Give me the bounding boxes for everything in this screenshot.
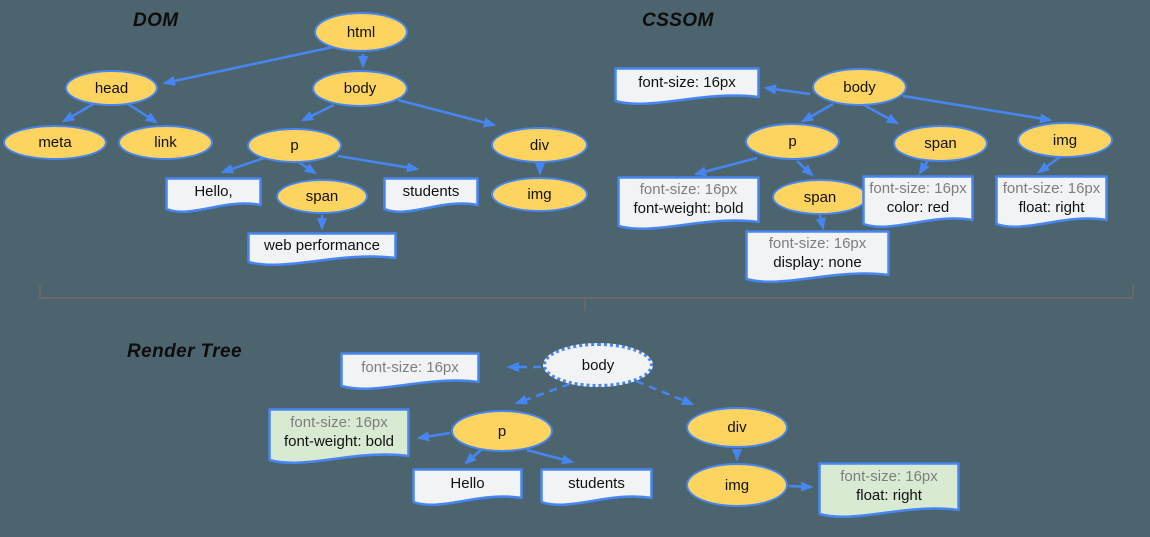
render-textnode-hello: Hello <box>412 468 523 508</box>
rule-line: font-size: 16px <box>639 181 738 198</box>
dom-textnode-hello-label: Hello, <box>194 182 233 200</box>
cssom-rule-p: font-size: 16px font-weight: bold <box>617 176 760 232</box>
arrow-dom-p-hello <box>220 155 268 174</box>
arrow-render-body-div <box>635 379 695 406</box>
render-node-p: p <box>451 410 553 452</box>
divider-line <box>39 285 1134 311</box>
cssom-rule-span: font-size: 16px color: red <box>862 175 974 230</box>
arrow-dom-head-meta <box>61 101 96 123</box>
arrow-cssom-p-rule <box>693 156 758 177</box>
dom-textnode-web-performance-label: web performance <box>264 236 380 254</box>
render-rule-p: font-size: 16px font-weight: bold <box>268 408 410 466</box>
arrow-cssom-body-span <box>861 102 900 125</box>
dom-node-link: link <box>118 125 213 160</box>
rule-line: float: right <box>856 487 922 504</box>
cssom-rule-img: font-size: 16px float: right <box>995 175 1108 230</box>
render-node-body: body <box>543 343 653 387</box>
dom-node-body: body <box>312 70 408 107</box>
cssom-node-body: body <box>812 68 907 106</box>
arrow-cssom-body-img <box>902 94 1053 124</box>
dom-textnode-hello: Hello, <box>165 177 262 215</box>
arrow-render-p-rule <box>416 431 451 442</box>
arrow-dom-p-students <box>337 154 420 173</box>
rule-line: float: right <box>1018 198 1085 216</box>
dom-textnode-students-label: students <box>402 182 460 200</box>
dom-node-div: div <box>491 127 588 163</box>
dom-textnode-students: students <box>383 177 479 215</box>
rule-line: display: none <box>773 253 862 271</box>
arrow-render-body-p <box>514 382 571 405</box>
cssom-rule-body: font-size: 16px <box>614 67 760 107</box>
rule-line: font-weight: bold <box>633 200 744 217</box>
render-rule-body: font-size: 16px <box>340 352 480 392</box>
cssom-node-span: span <box>893 125 988 162</box>
rule-line: font-size: 16px <box>290 414 388 431</box>
arrow-dom-head-link <box>127 102 159 124</box>
arrow-dom-body-p <box>300 103 335 122</box>
render-textnode-hello-label: Hello <box>450 474 485 492</box>
arrow-dom-p-span <box>296 159 318 175</box>
render-textnode-students-label: students <box>568 474 625 492</box>
rule-line: font-size: 16px <box>361 358 459 376</box>
cssom-node-span-in-p: span <box>772 179 868 215</box>
dom-title: DOM <box>133 10 179 31</box>
rule-line: font-size: 16px <box>768 234 867 252</box>
arrow-cssom-body-rule <box>763 84 811 96</box>
dom-node-html: html <box>314 12 408 52</box>
rule-line: font-size: 16px <box>840 468 938 485</box>
cssom-node-img: img <box>1017 122 1113 158</box>
dom-node-meta: meta <box>3 125 107 160</box>
arrow-cssom-span-rule <box>918 159 930 176</box>
arrow-dom-body-div <box>397 98 497 128</box>
render-rule-img: font-size: 16px float: right <box>818 462 960 520</box>
arrow-render-p-students <box>526 448 575 465</box>
arrow-cssom-p-span <box>796 160 814 177</box>
dom-node-img: img <box>491 177 588 212</box>
render-node-div: div <box>686 407 788 448</box>
rule-line: font-size: 16px <box>1002 179 1101 197</box>
render-tree-title: Render Tree <box>127 341 242 362</box>
rule-line: font-size: 16px <box>869 179 967 197</box>
arrow-dom-html-head <box>162 45 334 86</box>
cssom-node-p: p <box>745 123 840 160</box>
arrow-cssom-img-rule <box>1036 155 1061 174</box>
render-node-img: img <box>686 463 788 507</box>
dom-node-span: span <box>276 179 368 214</box>
arrow-render-p-hello <box>464 448 483 465</box>
rule-line: font-size: 16px <box>638 73 736 91</box>
dom-node-p: p <box>247 128 342 163</box>
cssom-rule-span-in-p: font-size: 16px display: none <box>745 230 890 285</box>
dom-textnode-web-performance: web performance <box>247 232 397 268</box>
dom-node-head: head <box>65 70 158 106</box>
arrow-cssom-span2-rule <box>815 214 826 231</box>
render-textnode-students: students <box>540 468 653 508</box>
arrow-render-img-rule <box>788 481 814 492</box>
arrow-cssom-body-p <box>800 102 834 123</box>
rule-line: color: red <box>886 198 950 216</box>
rule-line: font-weight: bold <box>283 433 395 450</box>
cssom-title: CSSOM <box>642 10 714 31</box>
